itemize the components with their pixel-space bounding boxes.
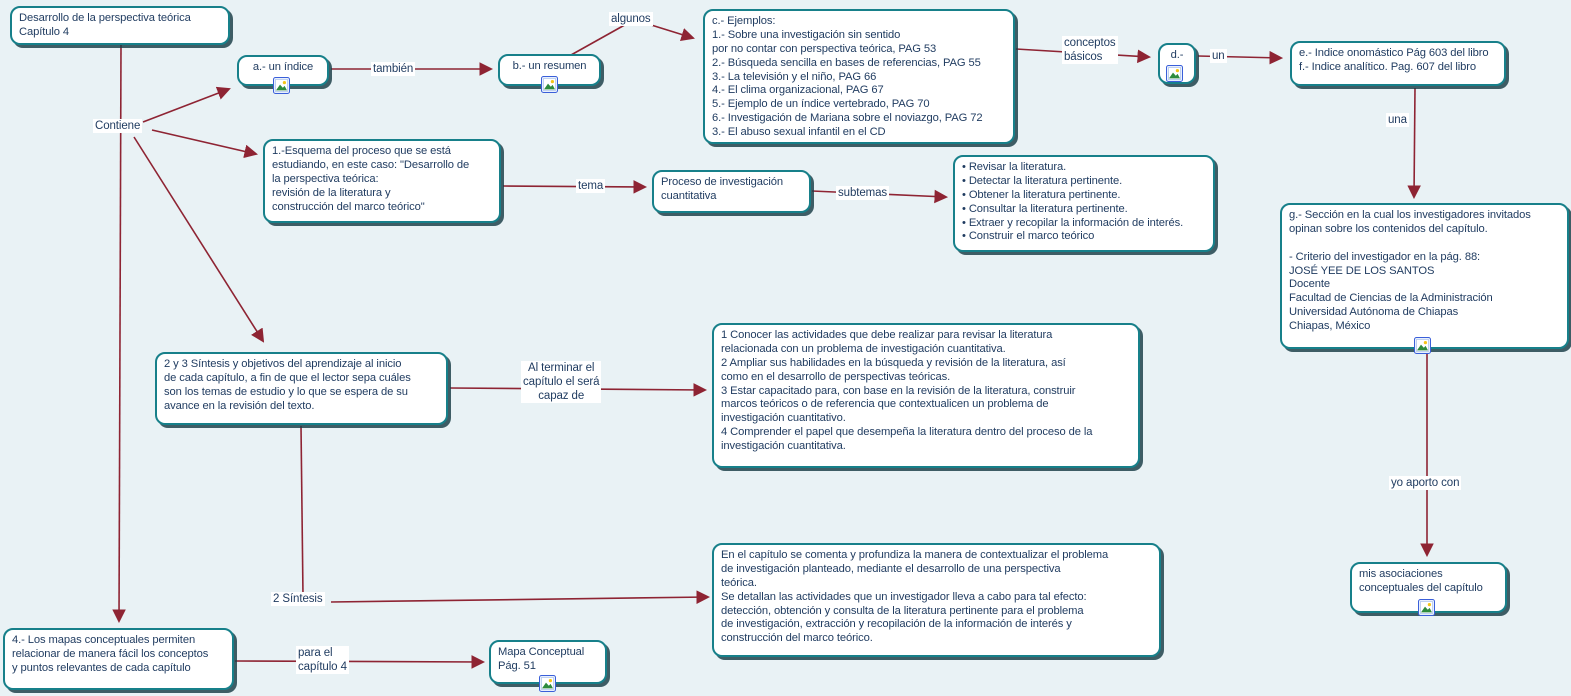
link-label-2-sintesis[interactable]: 2 Síntesis	[271, 592, 325, 607]
node-subtemas-lista[interactable]: • Revisar la literatura. • Detectar la l…	[953, 155, 1215, 252]
link-label-tambien[interactable]: también	[371, 62, 416, 77]
picture-resource-icon[interactable]	[1414, 337, 1431, 354]
node-indices-onomastico-analitico[interactable]: e.- Indice onomástico Pág 603 del libro …	[1290, 41, 1506, 86]
node-seccion-investigadores[interactable]: g.- Sección en la cual los investigadore…	[1280, 203, 1569, 349]
node-sintesis-objetivos[interactable]: 2 y 3 Síntesis y objetivos del aprendiza…	[155, 352, 448, 425]
link-label-una[interactable]: una	[1386, 113, 1409, 128]
link-label-algunos[interactable]: algunos	[609, 12, 653, 27]
link-label-un[interactable]: un	[1210, 49, 1227, 64]
link-label-yo-aporto-con[interactable]: yo aporto con	[1389, 476, 1462, 491]
link-label-conceptos-basicos[interactable]: conceptos básicos	[1062, 36, 1118, 65]
picture-resource-icon[interactable]	[539, 675, 556, 692]
picture-resource-icon[interactable]	[1166, 65, 1183, 82]
node-esquema-proceso[interactable]: 1.-Esquema del proceso que se está estud…	[263, 139, 501, 223]
picture-resource-icon[interactable]	[273, 77, 290, 94]
node-mapas-conceptuales[interactable]: 4.- Los mapas conceptuales permiten rela…	[3, 628, 234, 690]
link-label-subtemas[interactable]: subtemas	[836, 186, 890, 201]
node-title-capitulo-4[interactable]: Desarrollo de la perspectiva teórica Cap…	[10, 6, 230, 45]
link-label-para-el-capitulo-4[interactable]: para el capítulo 4	[296, 646, 349, 675]
picture-resource-icon[interactable]	[1418, 599, 1435, 616]
link-label-tema[interactable]: tema	[576, 179, 606, 194]
node-objetivos-capacidades[interactable]: 1 Conocer las actividades que debe reali…	[712, 323, 1140, 468]
node-resumen-capitulo[interactable]: En el capítulo se comenta y profundiza l…	[712, 543, 1161, 657]
link-label-contiene[interactable]: Contiene	[93, 119, 143, 134]
link-label-al-terminar[interactable]: Al terminar el capítulo el será capaz de	[521, 361, 602, 404]
node-ejemplos[interactable]: c.- Ejemplos: 1.- Sobre una investigació…	[703, 9, 1015, 144]
node-proceso-investigacion[interactable]: Proceso de investigación cuantitativa	[652, 170, 811, 213]
picture-resource-icon[interactable]	[541, 76, 558, 93]
